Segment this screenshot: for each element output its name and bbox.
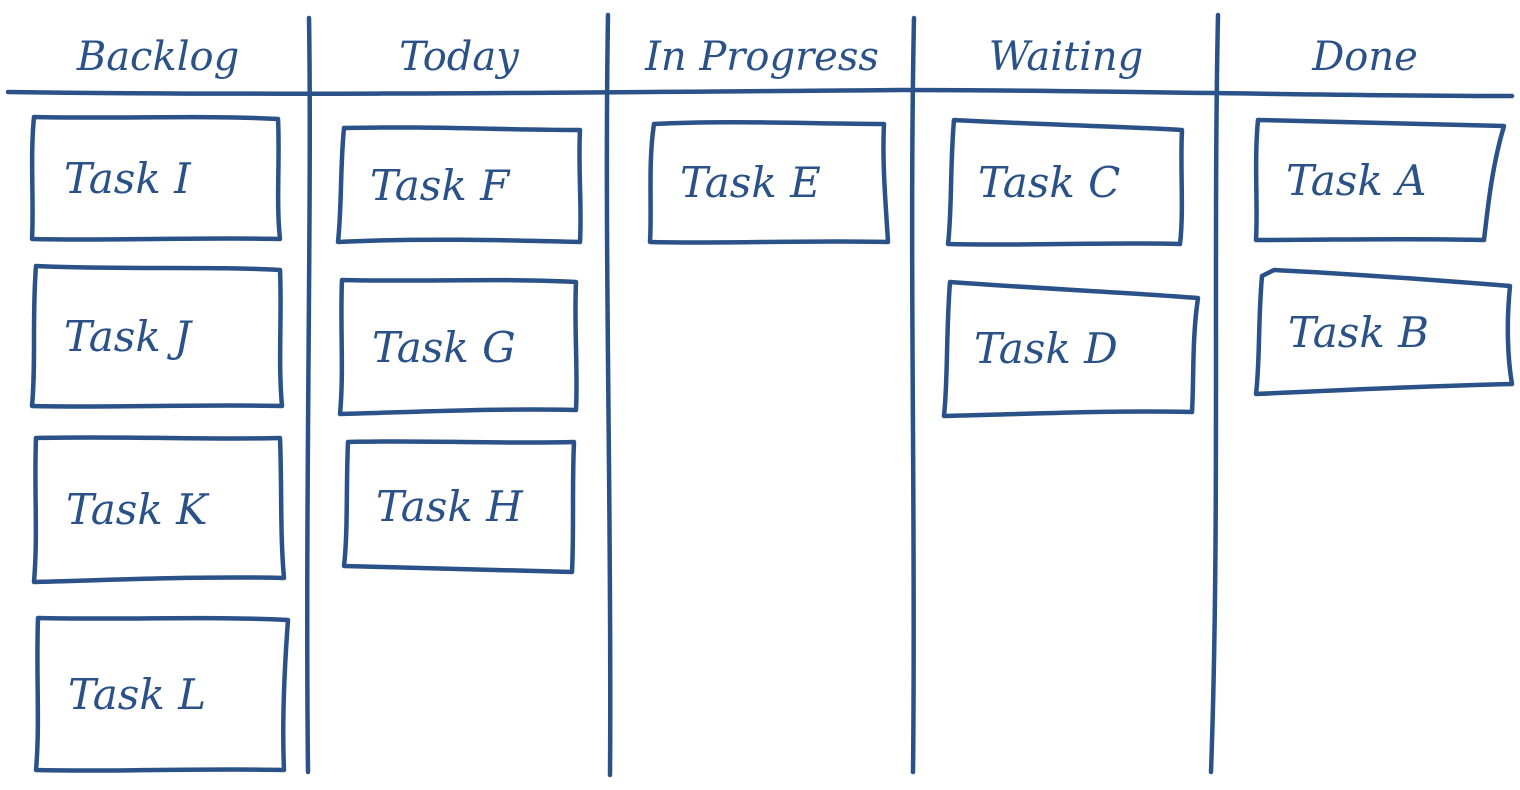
task-card-label: Task E bbox=[680, 157, 821, 207]
card-outline bbox=[33, 615, 291, 773]
task-card-label: Task I bbox=[64, 153, 191, 203]
card-outline bbox=[1253, 117, 1507, 243]
column-divider-3 bbox=[909, 15, 917, 775]
task-card-label: Task F bbox=[370, 160, 510, 210]
column-title-today: Today bbox=[399, 34, 519, 80]
card-outline bbox=[29, 263, 285, 409]
task-card-label: Task A bbox=[1286, 155, 1427, 205]
column-divider-4 bbox=[1208, 12, 1221, 775]
card-outline bbox=[31, 435, 287, 585]
task-card-label: Task G bbox=[372, 322, 516, 372]
card-outline bbox=[1253, 267, 1515, 397]
task-card-label: Task K bbox=[66, 484, 208, 534]
card-outline bbox=[945, 117, 1185, 247]
task-card-label: Task J bbox=[64, 311, 191, 361]
column-title-waiting: Waiting bbox=[988, 34, 1144, 80]
task-card[interactable]: Task K bbox=[31, 434, 287, 585]
task-card[interactable]: Task E bbox=[646, 118, 892, 246]
task-card-label: Task C bbox=[978, 157, 1121, 207]
card-outline bbox=[337, 277, 579, 417]
card-outline bbox=[647, 119, 891, 245]
task-card[interactable]: Task A bbox=[1252, 116, 1508, 244]
column-divider-2 bbox=[604, 12, 613, 778]
task-card-label: Task D bbox=[974, 323, 1118, 373]
card-outline bbox=[941, 279, 1201, 419]
task-card[interactable]: Task B bbox=[1253, 266, 1516, 398]
column-title-done: Done bbox=[1312, 34, 1418, 80]
task-card[interactable]: Task G bbox=[337, 276, 580, 418]
column-title-backlog: Backlog bbox=[76, 34, 240, 80]
task-card[interactable]: Task L bbox=[33, 614, 291, 774]
task-card-label: Task B bbox=[1288, 307, 1430, 357]
task-card[interactable]: Task D bbox=[940, 278, 1202, 419]
card-outline bbox=[29, 114, 283, 242]
task-card-label: Task H bbox=[376, 481, 523, 531]
header-divider-line bbox=[5, 87, 1515, 99]
card-outline bbox=[335, 125, 583, 245]
card-outline bbox=[341, 439, 577, 575]
task-card-label: Task L bbox=[68, 669, 207, 719]
column-divider-1 bbox=[304, 15, 313, 775]
task-card[interactable]: Task H bbox=[341, 436, 578, 576]
task-card[interactable]: Task C bbox=[944, 116, 1186, 248]
task-card[interactable]: Task F bbox=[335, 124, 584, 246]
task-card[interactable]: Task J bbox=[29, 262, 285, 410]
column-title-in-progress: In Progress bbox=[645, 34, 879, 80]
task-card[interactable]: Task I bbox=[29, 113, 283, 243]
